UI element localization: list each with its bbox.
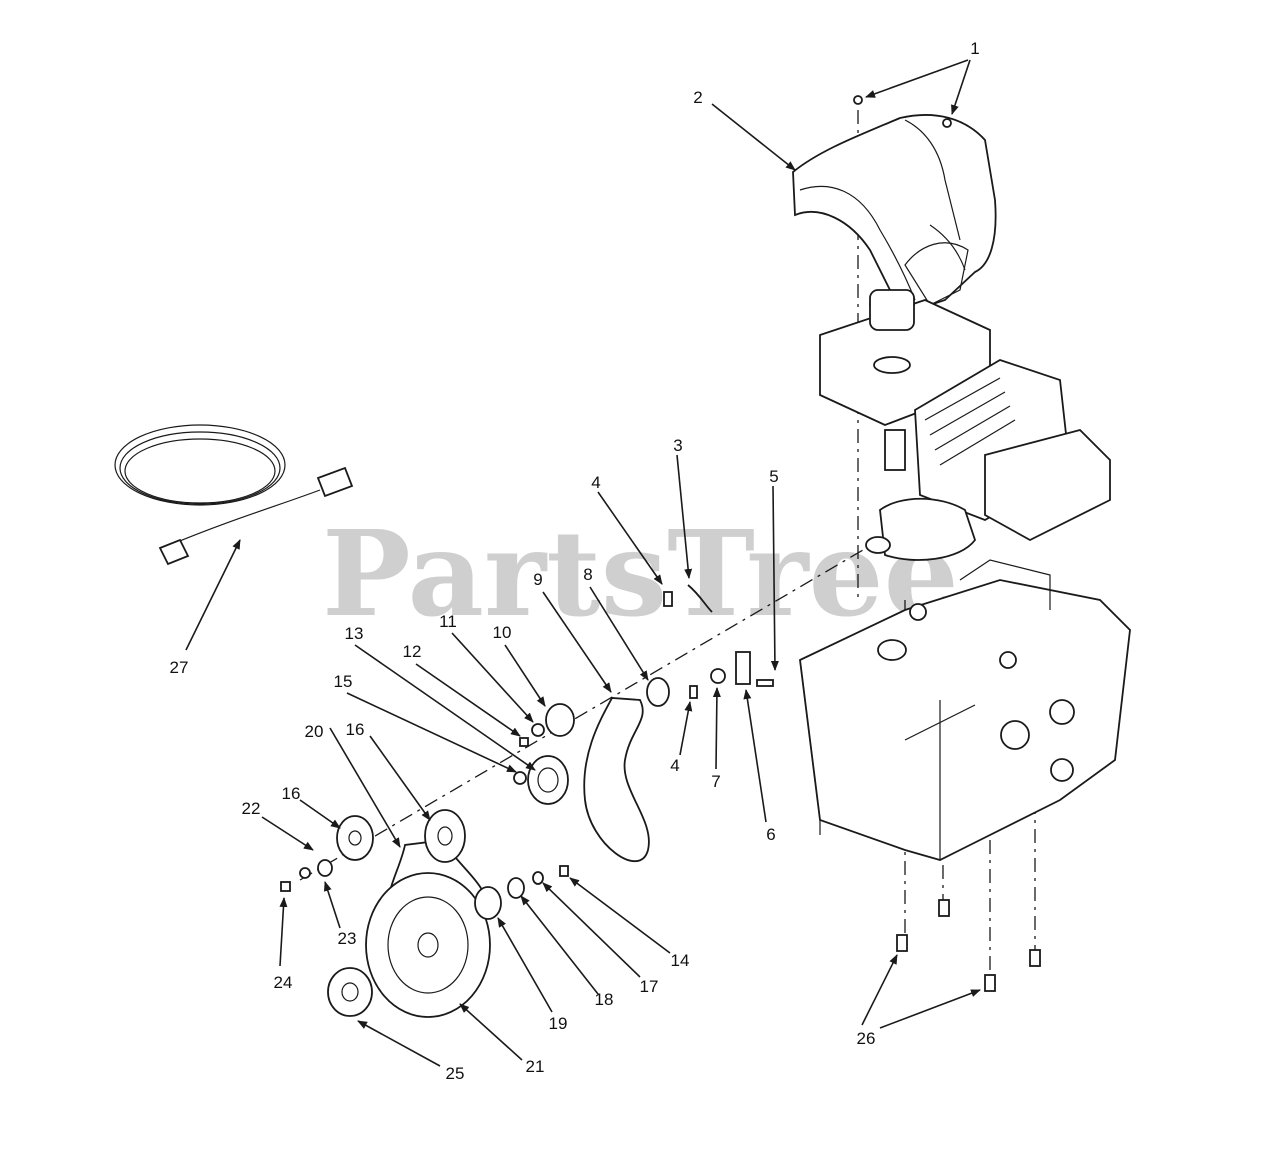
pulleys: [280, 809, 569, 1018]
part-label-4-bottom: 4: [670, 756, 679, 775]
part-label-21: 21: [526, 1057, 545, 1076]
shaft-hardware: [513, 95, 952, 805]
watermark-text: PartsTree: [322, 504, 959, 643]
part-label-24: 24: [274, 973, 293, 992]
part-label-7: 7: [711, 772, 720, 791]
part-label-6: 6: [766, 825, 775, 844]
mounting-bolts: [896, 899, 1041, 992]
part-label-3: 3: [673, 436, 682, 455]
part-label-13: 13: [345, 624, 364, 643]
part-label-8: 8: [583, 565, 592, 584]
frame-housing: [799, 559, 1131, 861]
part-label-4-top: 4: [591, 473, 600, 492]
leader-lines: [185, 59, 981, 1067]
part-label-18: 18: [595, 990, 614, 1009]
part-label-12: 12: [403, 642, 422, 661]
engine-shroud: [792, 114, 997, 312]
part-label-23: 23: [338, 929, 357, 948]
part-label-2: 2: [693, 88, 702, 107]
engine: [819, 289, 1111, 561]
part-label-22: 22: [242, 799, 261, 818]
part-label-14: 14: [671, 951, 690, 970]
part-label-16-bottom: 16: [282, 784, 301, 803]
part-label-11: 11: [439, 612, 457, 631]
part-label-15: 15: [334, 672, 353, 691]
extension-cord: [114, 424, 354, 566]
part-label-20: 20: [305, 722, 324, 741]
part-labels: 1 2 3 4 4 5 6 7 8 9 10 11 12 13 14 15 16…: [170, 39, 980, 1083]
part-label-1: 1: [970, 39, 979, 58]
part-label-16-top: 16: [346, 720, 365, 739]
part-label-26: 26: [857, 1029, 876, 1048]
part-label-27: 27: [170, 658, 189, 677]
part-label-5: 5: [769, 467, 778, 486]
watermark: PartsTree TM: [322, 504, 959, 643]
part-label-9: 9: [533, 570, 542, 589]
part-label-25: 25: [446, 1064, 465, 1083]
part-label-10: 10: [493, 623, 512, 642]
part-label-17: 17: [640, 977, 659, 996]
part-label-19: 19: [549, 1014, 568, 1033]
